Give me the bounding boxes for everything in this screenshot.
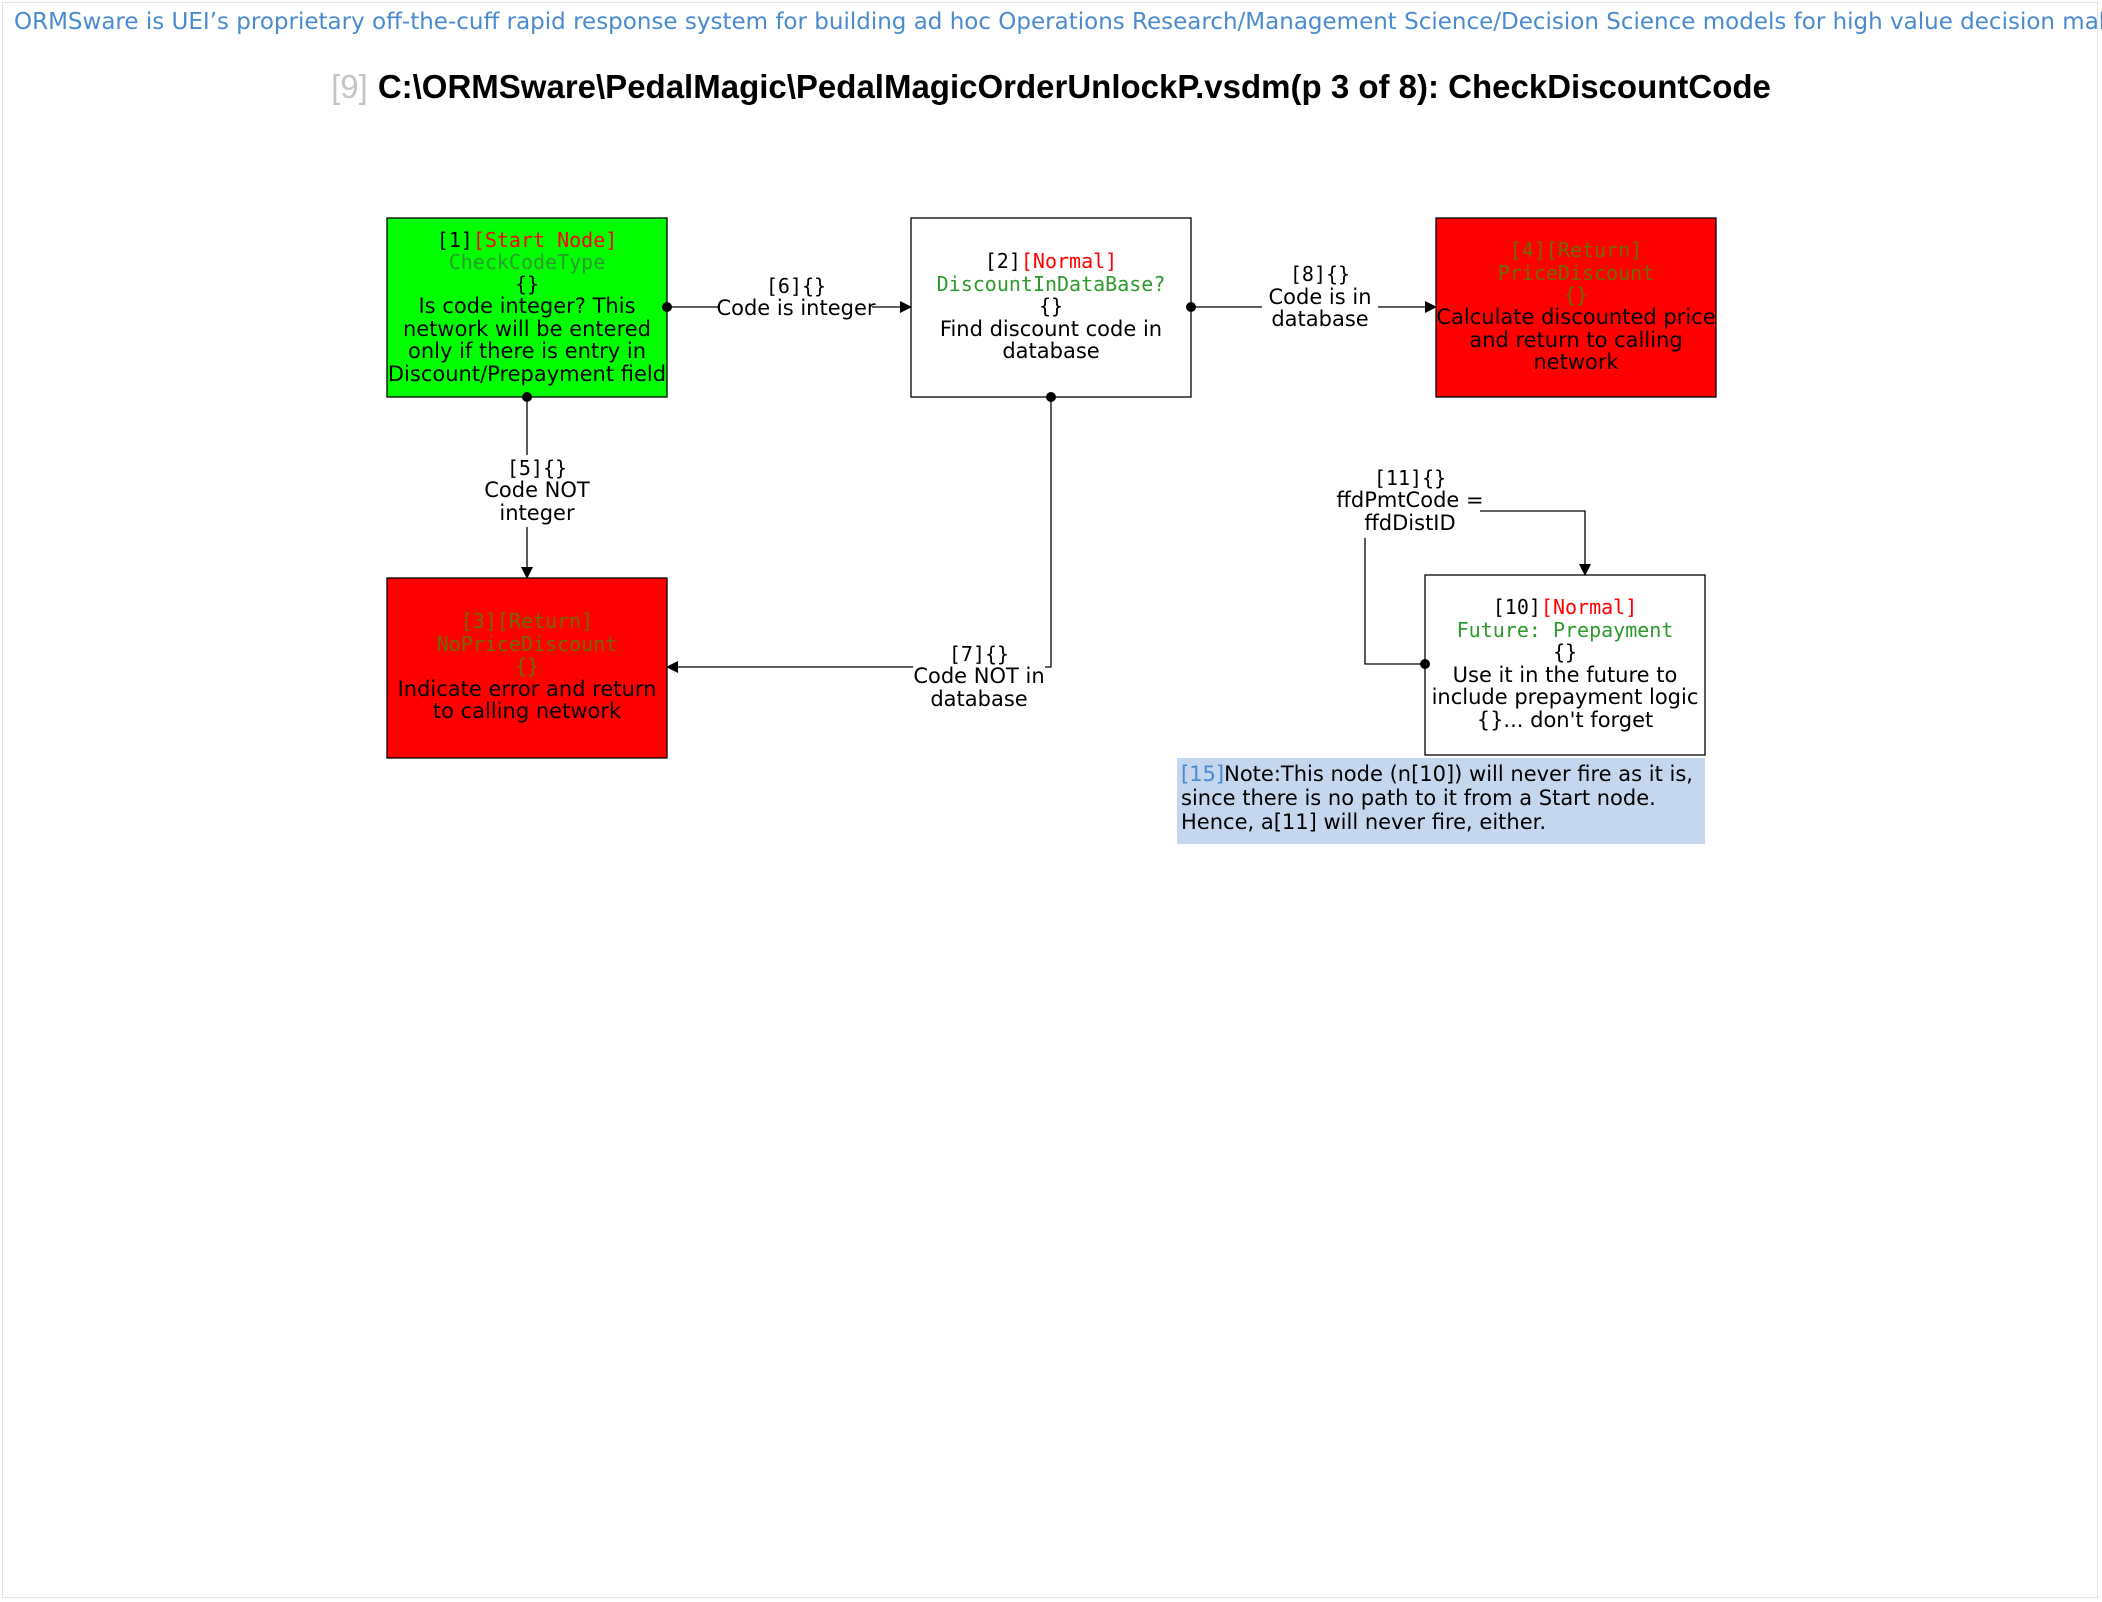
edge-7-line[interactable] [666, 397, 1052, 673]
edge-6-id: [6]{} [766, 274, 826, 298]
edge-5-label: [5]{} Code NOT integer [484, 456, 590, 525]
node-1-desc-line: network will be entered [403, 317, 651, 341]
node-1-desc-line: only if there is entry in [408, 339, 646, 363]
node-1-id: [1] [437, 228, 473, 252]
edge-5-label-line: integer [499, 501, 575, 525]
node-10-text: [10][Normal] Future: Prepayment {} Use i… [1432, 595, 1699, 732]
edge-6-origin-dot [662, 302, 672, 312]
edge-8-label: [8]{} Code is in database [1268, 262, 1371, 331]
node-10-desc-line: {}... don't forget [1477, 708, 1654, 732]
node-1-name: CheckCodeType [449, 250, 606, 274]
page-id: [9] [331, 68, 368, 105]
node-10-braces: {} [1553, 640, 1577, 664]
node-10-desc-line: Use it in the future to [1453, 663, 1678, 687]
svg-text:[3][Return]: [3][Return] [461, 609, 593, 633]
edge-11-label-bg [1338, 466, 1480, 538]
node-2-desc-line: database [1002, 339, 1099, 363]
node-10-desc-line: include prepayment logic [1432, 685, 1699, 709]
node-4-type: [Return] [1546, 238, 1642, 262]
node-2-name: DiscountInDataBase? [937, 272, 1166, 296]
node-3-id: [3] [461, 609, 497, 633]
node-3-return-box[interactable] [386, 577, 668, 759]
node-3-name: NoPriceDiscount [437, 632, 618, 656]
edge-7-label: [7]{} Code NOT in database [913, 642, 1044, 711]
edge-7-id: [7]{} [949, 642, 1009, 666]
svg-text:[1][Start Node]: [1][Start Node] [437, 228, 618, 252]
page-title-text: C:\ORMSware\PedalMagic\PedalMagicOrderUn… [377, 68, 1771, 105]
svg-text:[10][Normal]: [10][Normal] [1493, 595, 1638, 619]
node-3-desc-line: Indicate error and return [398, 677, 657, 701]
node-4-braces: {} [1564, 283, 1588, 307]
node-1-braces: {} [515, 272, 539, 296]
node-4-desc-line: network [1533, 350, 1619, 374]
edge-11-id: [11]{} [1374, 466, 1446, 490]
edge-8-label-line: Code is in [1268, 285, 1371, 309]
edge-8-label-bg [1262, 262, 1378, 334]
node-4-name: PriceDiscount [1498, 261, 1655, 285]
node-2-id: [2] [985, 249, 1021, 273]
edge-11-label-line: ffdDistID [1364, 511, 1455, 535]
note-text: Note:This node (n[10]) will never fire a… [1181, 762, 1693, 834]
node-4-id: [4] [1510, 238, 1546, 262]
node-10-id: [10] [1493, 595, 1541, 619]
node-2-text: [2][Normal] DiscountInDataBase? {} Find … [937, 249, 1166, 363]
note-id: [15] [1181, 762, 1225, 786]
edge-7-label-bg [913, 642, 1045, 714]
svg-text:[2][Normal]: [2][Normal] [985, 249, 1117, 273]
edge-5-label-line: Code NOT [484, 478, 590, 502]
edge-7-label-line: database [930, 687, 1027, 711]
edge-11-origin-dot [1420, 659, 1430, 669]
edge-7-origin-dot [1046, 392, 1056, 402]
node-10-normal-box[interactable] [1424, 574, 1706, 756]
edge-6-label-bg [720, 274, 872, 322]
edge-8-origin-dot [1186, 302, 1196, 312]
node-4-return-box[interactable] [1435, 217, 1717, 398]
note-box: [15]Note:This node (n[10]) will never fi… [1177, 758, 1705, 844]
node-10-name: Future: Prepayment [1457, 618, 1674, 642]
node-4-desc-line: Calculate discounted price [1436, 305, 1715, 329]
node-3-braces: {} [515, 654, 539, 678]
node-2-desc-line: Find discount code in [940, 317, 1162, 341]
node-4-text: [4][Return] PriceDiscount {} Calculate d… [1436, 238, 1715, 374]
svg-text:[4][Return]: [4][Return] [1510, 238, 1642, 262]
node-1-desc-line: Discount/Prepayment field [388, 362, 666, 386]
node-1-type: [Start Node] [473, 228, 618, 252]
edge-7-label-line: Code NOT in [913, 664, 1044, 688]
node-2-type: [Normal] [1021, 249, 1117, 273]
edge-5-origin-dot [522, 392, 532, 402]
edge-5-label-bg [480, 455, 593, 527]
node-10-type: [Normal] [1541, 595, 1637, 619]
banner-text: ORMSware is UEI’s proprietary off-the-cu… [14, 9, 2102, 35]
edge-11-label-line: ffdPmtCode = [1336, 488, 1483, 512]
edge-8-id: [8]{} [1290, 262, 1350, 286]
node-2-normal-box[interactable] [910, 217, 1192, 398]
edge-5-id: [5]{} [507, 456, 567, 480]
node-4-desc-line: and return to calling [1469, 328, 1682, 352]
edge-8-label-line: database [1271, 307, 1368, 331]
edge-11-label: [11]{} ffdPmtCode = ffdDistID [1336, 466, 1483, 535]
node-1-desc-line: Is code integer? This [418, 294, 635, 318]
node-3-type: [Return] [497, 609, 593, 633]
node-2-braces: {} [1039, 294, 1063, 318]
edge-6-label-line: Code is integer [716, 296, 875, 320]
node-3-text: [3][Return] NoPriceDiscount {} Indicate … [398, 609, 657, 723]
node-1-text: [1][Start Node] CheckCodeType {} Is code… [388, 228, 666, 386]
page-title: [9]C:\ORMSware\PedalMagic\PedalMagicOrde… [0, 68, 2102, 106]
node-3-desc-line: to calling network [433, 699, 622, 723]
edge-6-label: [6]{} Code is integer [716, 274, 875, 320]
